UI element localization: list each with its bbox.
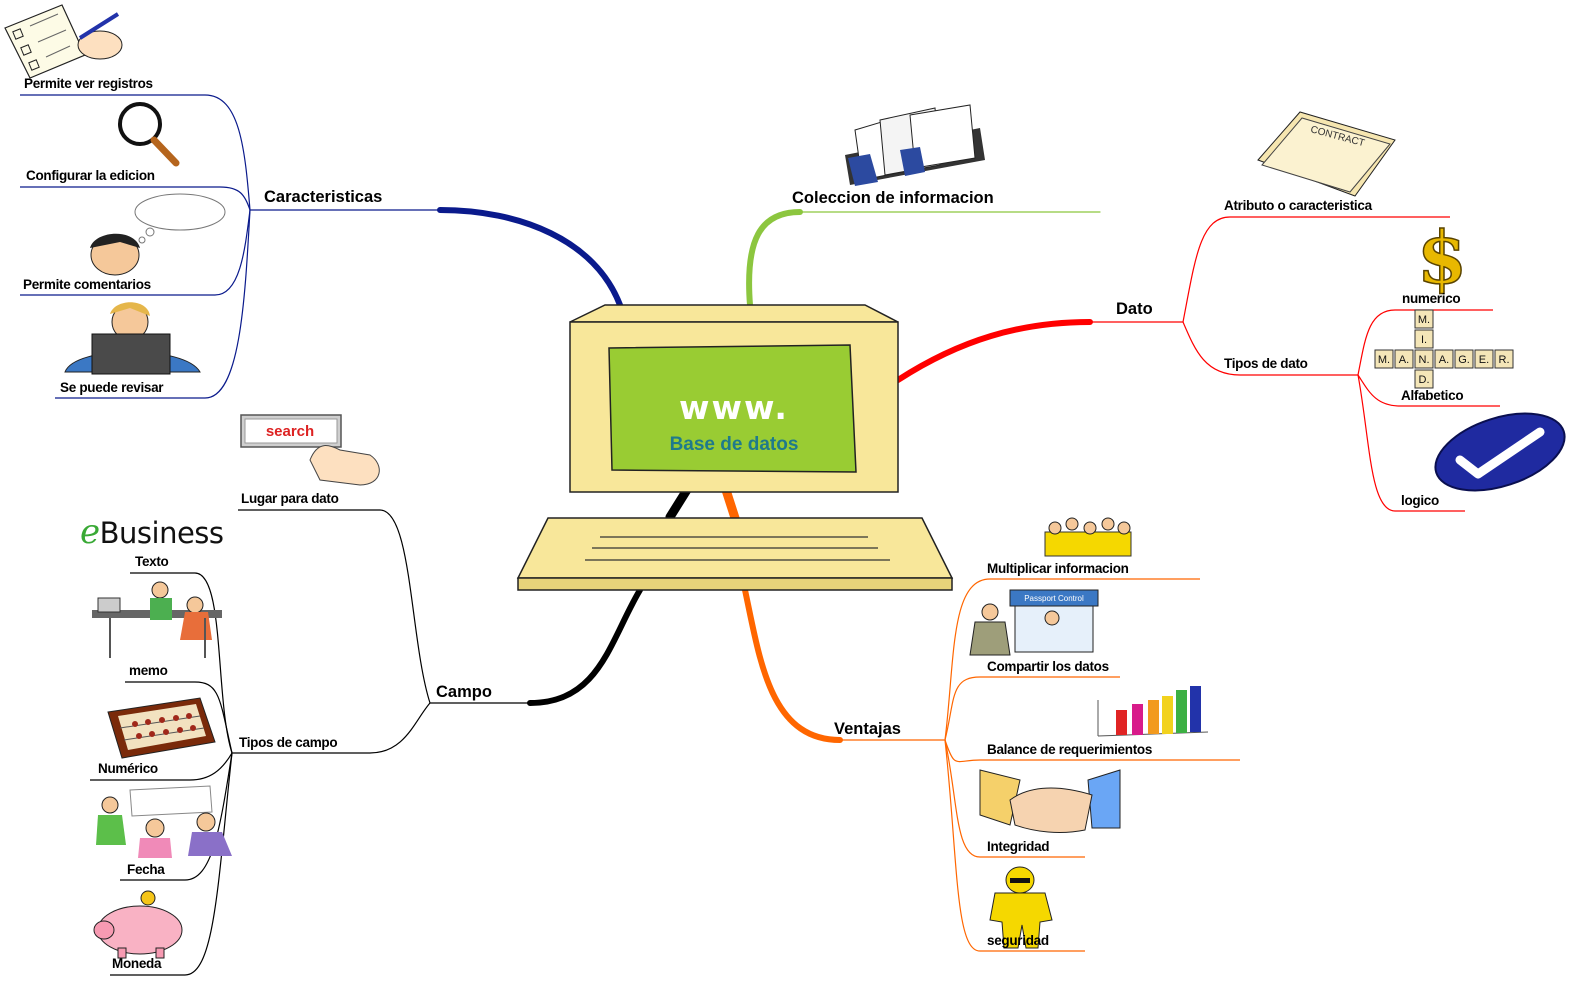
manager-letter: M. <box>1378 354 1390 366</box>
ventajas-item[interactable]: seguridad <box>987 933 1049 948</box>
branch-label-ventajas[interactable]: Ventajas <box>834 720 901 738</box>
search-button-icon: search <box>240 414 380 486</box>
checkmark-icon <box>1434 412 1566 492</box>
office-workers-icon <box>92 581 222 658</box>
bar-chart-icon <box>1097 686 1209 737</box>
manager-tile <box>1414 349 1434 369</box>
mind-letter: M. <box>1418 314 1430 326</box>
caracteristicas-subbranches <box>20 94 251 399</box>
passport-text: Passport Control <box>1024 594 1084 603</box>
dato-item[interactable]: Atributo o caracteristica <box>1224 198 1372 213</box>
branch-label-coleccion[interactable]: Coleccion de informacion <box>792 189 994 207</box>
tipo-campo-item[interactable]: Fecha <box>127 862 165 877</box>
manager-letter: A. <box>1439 354 1449 366</box>
mind-letter: D. <box>1419 374 1430 386</box>
thinking-man-icon <box>90 193 226 276</box>
dato-subbranches <box>1182 216 1500 512</box>
search-button-text: search <box>266 423 314 440</box>
tipo-campo-item[interactable]: Moneda <box>112 956 162 971</box>
dato-item[interactable]: Tipos de dato <box>1224 356 1308 371</box>
center-title: Base de datos <box>669 434 799 455</box>
passport-control-icon: Passport Control <box>969 589 1099 656</box>
manager-tile <box>1494 349 1514 369</box>
word-tiles-icon: M. A. N. A. G. E. R. M. I. D. <box>1374 309 1514 389</box>
branch-ventajas <box>742 587 843 743</box>
manager-letter: G. <box>1458 354 1470 366</box>
children-icon <box>96 785 232 858</box>
file-folders-icon <box>845 104 985 186</box>
tipo-campo-item[interactable]: Numérico <box>98 761 158 776</box>
mind-tile <box>1414 369 1434 389</box>
tipo-dato-item[interactable]: logico <box>1401 493 1439 508</box>
branch-coleccion <box>746 209 803 308</box>
tipo-campo-item[interactable]: memo <box>129 663 168 678</box>
branch-caracteristicas <box>437 207 623 308</box>
caracteristicas-item[interactable]: Permite comentarios <box>23 277 151 292</box>
ventajas-item[interactable]: Integridad <box>987 839 1050 854</box>
mind-tile <box>1414 309 1434 329</box>
manager-tile <box>1454 349 1474 369</box>
ventajas-item[interactable]: Balance de requerimientos <box>987 742 1153 757</box>
ebusiness-logo: eBusiness <box>80 512 224 552</box>
crowd-icon <box>1044 517 1132 557</box>
tipo-dato-item[interactable]: Alfabetico <box>1401 388 1464 403</box>
branch-label-campo[interactable]: Campo <box>436 683 492 701</box>
contract-icon: CONTRACT <box>1257 111 1396 197</box>
mind-letter: I. <box>1421 334 1427 346</box>
ventajas-item[interactable]: Multiplicar informacion <box>987 561 1129 576</box>
laptop-user-icon <box>64 302 201 375</box>
dollar-icon: $ <box>1416 214 1468 301</box>
ventajas-subbranches <box>944 578 1240 952</box>
branch-label-dato[interactable]: Dato <box>1116 300 1153 318</box>
manager-tile <box>1394 349 1414 369</box>
campo-item[interactable]: Lugar para dato <box>241 491 339 506</box>
manager-tile <box>1474 349 1494 369</box>
manager-tile <box>1434 349 1454 369</box>
campo-item[interactable]: Tipos de campo <box>239 735 338 750</box>
caracteristicas-item[interactable]: Configurar la edicion <box>26 168 155 183</box>
manager-tile <box>1374 349 1394 369</box>
handshake-icon <box>979 769 1121 833</box>
piggy-bank-icon <box>93 890 183 959</box>
branch-label-caracteristicas[interactable]: Caracteristicas <box>264 188 383 206</box>
manager-letter: R. <box>1499 354 1510 366</box>
mind-tile <box>1414 329 1434 349</box>
branch-campo <box>527 587 643 706</box>
caracteristicas-item[interactable]: Se puede revisar <box>60 380 164 395</box>
checklist-icon <box>4 4 123 79</box>
magnifier-icon <box>118 102 180 167</box>
abacus-icon <box>107 697 216 759</box>
manager-letter: N. <box>1419 354 1430 366</box>
center-www-text: www. <box>679 388 789 427</box>
main-branch-connectors <box>249 207 1184 743</box>
caracteristicas-item[interactable]: Permite ver registros <box>24 76 153 91</box>
computer-icon <box>516 304 954 591</box>
tipo-dato-item[interactable]: numerico <box>1402 291 1461 306</box>
tipo-campo-item[interactable]: Texto <box>135 554 169 569</box>
manager-letter: A. <box>1399 354 1409 366</box>
hazmat-suit-icon <box>989 866 1053 949</box>
manager-letter: E. <box>1479 354 1489 366</box>
ventajas-item[interactable]: Compartir los datos <box>987 659 1109 674</box>
branch-dato <box>895 319 1093 383</box>
dollar-sign: $ <box>1417 215 1467 300</box>
